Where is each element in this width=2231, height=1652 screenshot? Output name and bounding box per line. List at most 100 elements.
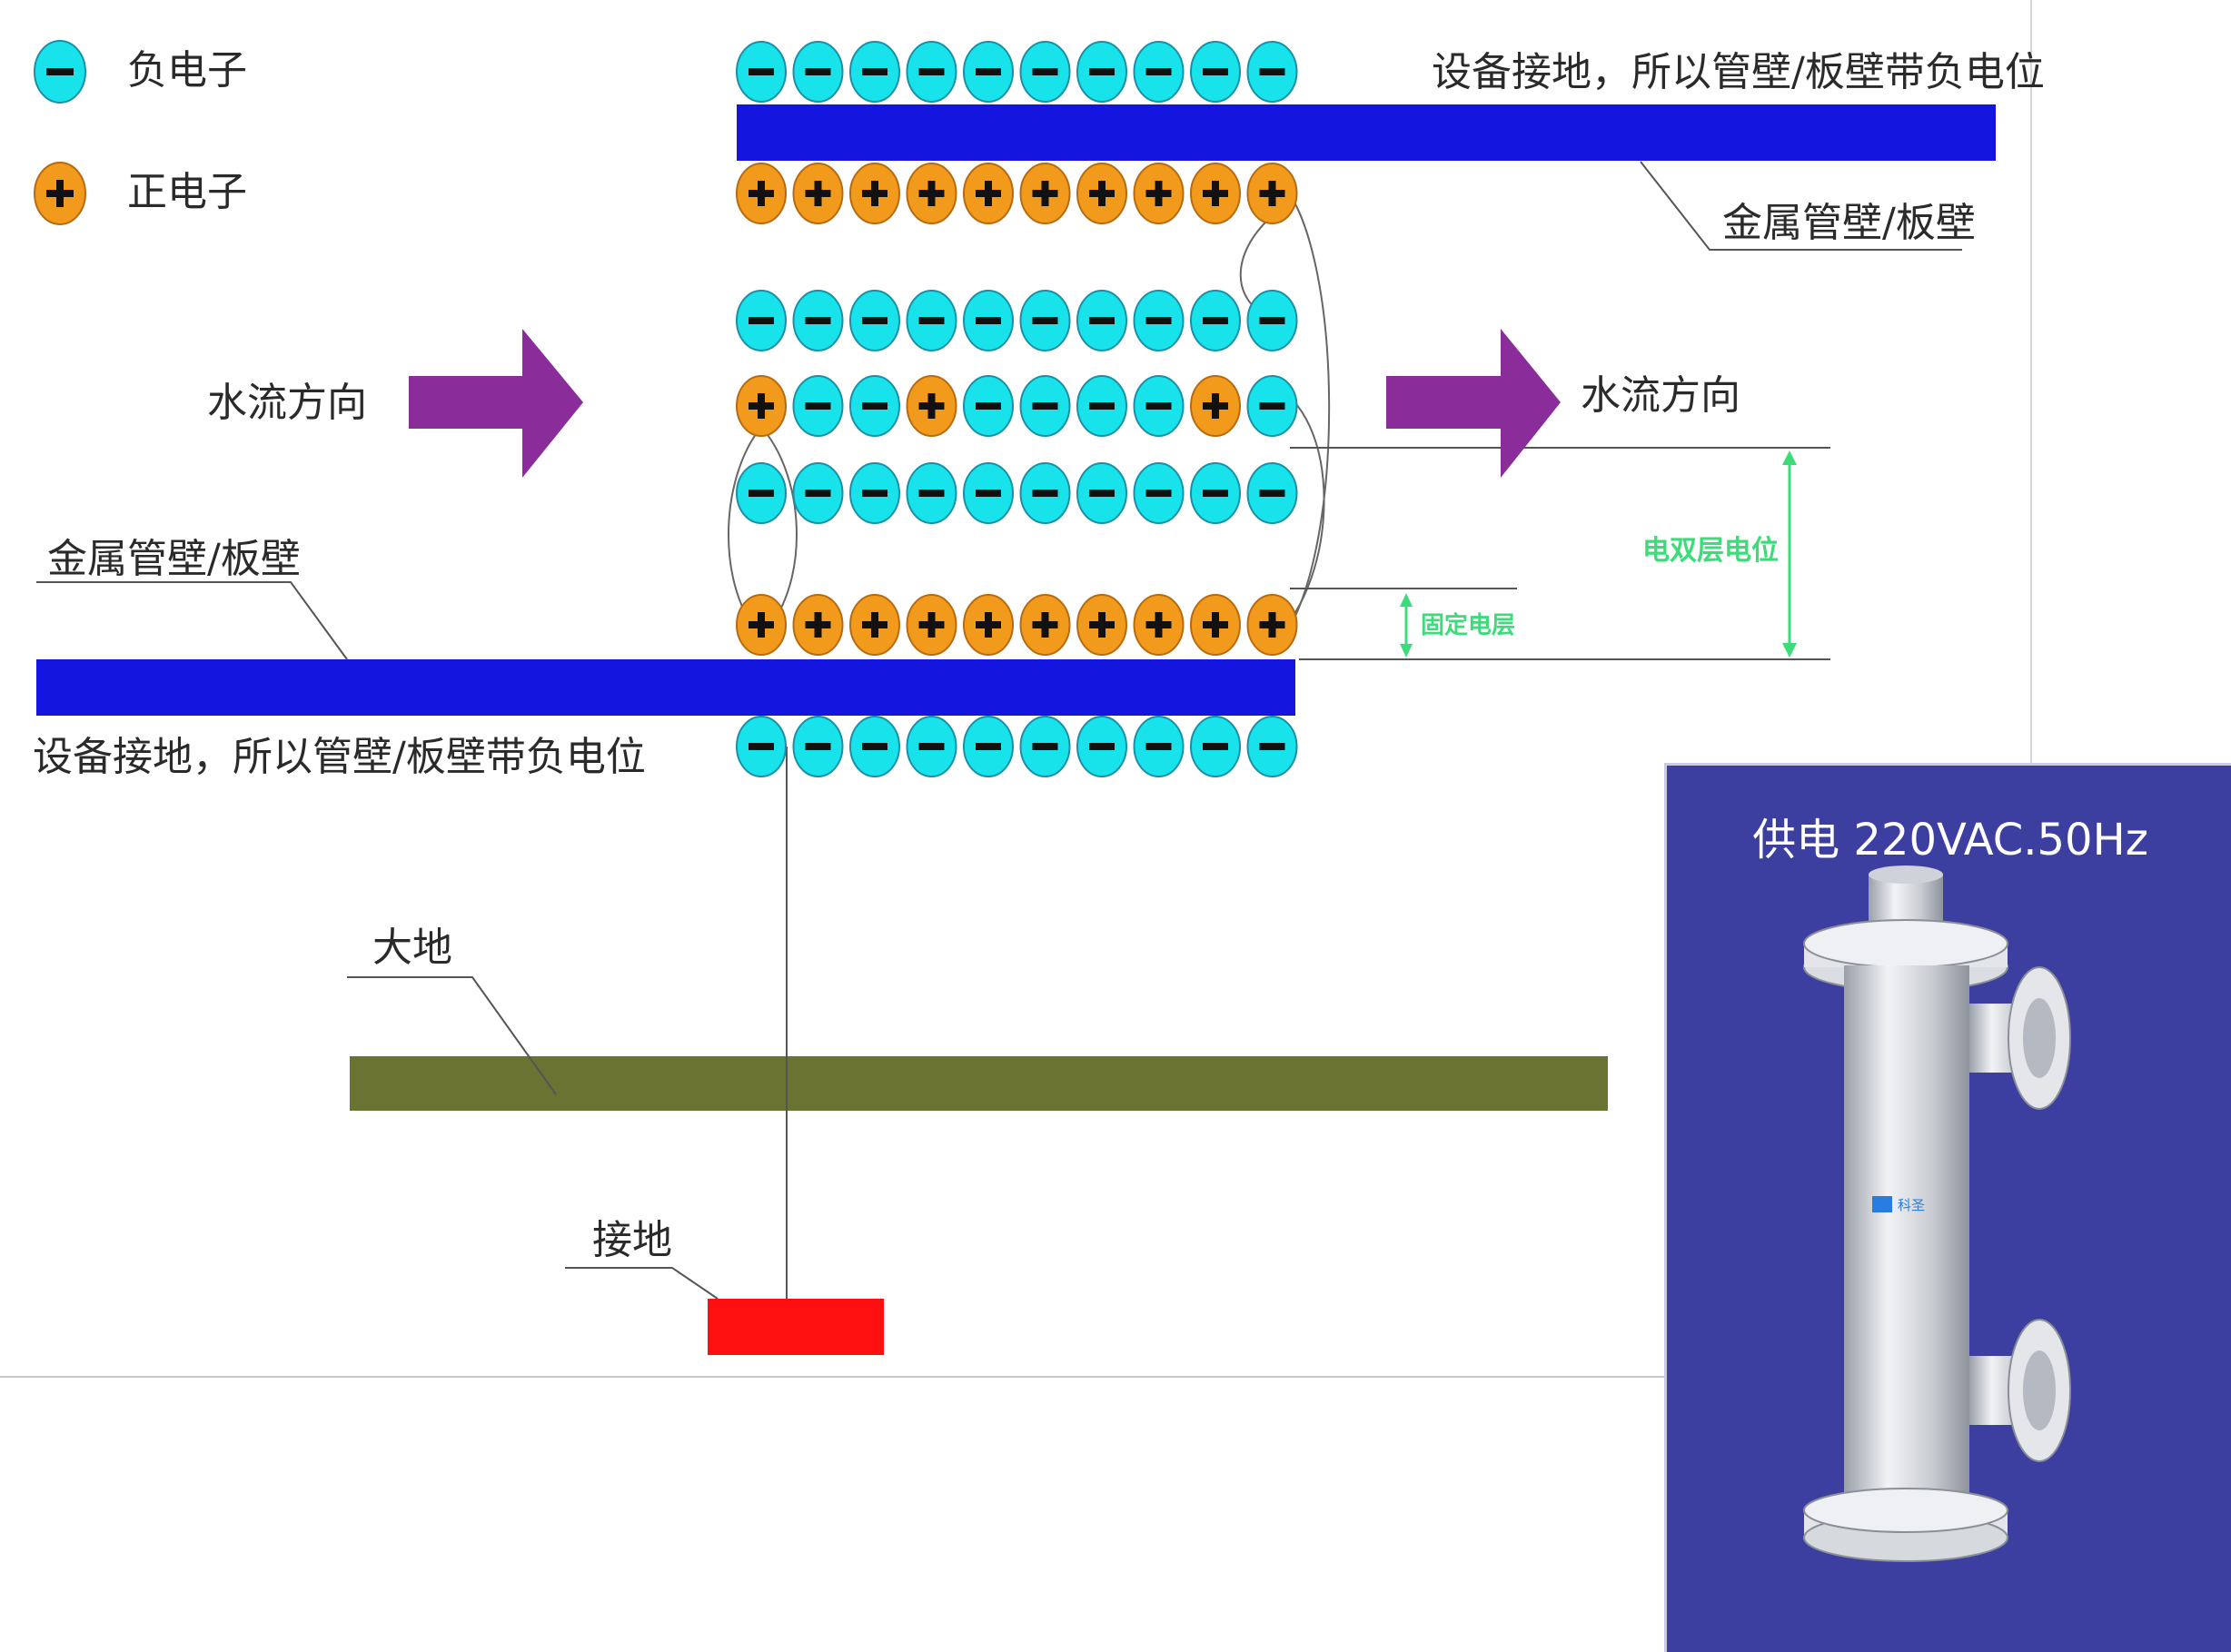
negative-ion <box>1019 290 1071 351</box>
negative-ion <box>849 462 900 524</box>
positive-ion <box>1190 375 1241 437</box>
negative-ion <box>1133 716 1185 777</box>
top-metal-wall <box>737 104 1996 161</box>
bottom-metal-wall <box>36 659 1295 716</box>
positive-ion <box>1246 594 1298 656</box>
positive-legend-icon <box>34 162 86 225</box>
negative-ion <box>1133 290 1185 351</box>
negative-ion <box>849 41 900 103</box>
negative-ion <box>792 375 844 437</box>
negative-ion <box>736 716 787 777</box>
positive-ion <box>906 594 957 656</box>
ground-rod-label: 接地 <box>592 1217 672 1263</box>
positive-ion <box>849 594 900 656</box>
negative-ion <box>792 462 844 524</box>
fixed-layer-arrowhead-bottom <box>1400 644 1413 658</box>
flow-direction-left: 水流方向 <box>207 380 367 426</box>
positive-ion <box>736 375 787 437</box>
negative-ion <box>1019 716 1071 777</box>
flow-arrow-left <box>409 329 583 478</box>
earth-leader <box>347 976 557 1095</box>
negative-ion <box>1190 462 1241 524</box>
negative-ion <box>1133 375 1185 437</box>
negative-ion <box>906 41 957 103</box>
negative-ion <box>963 41 1014 103</box>
negative-ion <box>792 290 844 351</box>
negative-ion <box>963 716 1014 777</box>
negative-ion <box>963 290 1014 351</box>
double-layer-arrowhead-bottom <box>1782 643 1797 658</box>
negative-ion <box>1076 716 1127 777</box>
negative-ion <box>849 716 900 777</box>
earth-bar <box>350 1056 1608 1111</box>
fixed-layer-label: 固定电层 <box>1421 612 1516 639</box>
negative-ion <box>906 290 957 351</box>
negative-ion <box>849 375 900 437</box>
bottom-wall-leader <box>36 581 348 660</box>
negative-ion <box>1076 41 1127 103</box>
negative-ion <box>1190 290 1241 351</box>
negative-legend-icon <box>34 40 86 104</box>
negative-ion <box>1246 41 1298 103</box>
negative-ion <box>849 290 900 351</box>
positive-ion <box>906 375 957 437</box>
negative-ion <box>1076 462 1127 524</box>
top-wall-leader <box>1640 161 1962 251</box>
bottom-wall-label: 金属管壁/板壁 <box>47 536 301 582</box>
double-layer-label: 电双层电位 <box>1642 535 1779 567</box>
earth-label: 大地 <box>372 925 452 971</box>
ion-layers <box>736 41 1298 777</box>
brand-logo-text: 科圣 <box>1898 1197 1925 1213</box>
negative-ion <box>792 41 844 103</box>
negative-ion <box>792 716 844 777</box>
negative-ion <box>1076 375 1127 437</box>
ground-rod-leader <box>565 1267 719 1300</box>
bottom-grounded-note: 设备接地，所以管壁/板壁带负电位 <box>33 734 646 780</box>
product-photo-panel: 供电 220VAC.50Hz <box>1664 763 2231 1652</box>
positive-ion <box>1019 594 1071 656</box>
negative-ion <box>1190 716 1241 777</box>
positive-ion <box>963 594 1014 656</box>
negative-ion <box>963 375 1014 437</box>
positive-ion <box>1190 163 1241 224</box>
top-wall-label: 金属管壁/板壁 <box>1722 200 1976 246</box>
negative-ion <box>1246 290 1298 351</box>
flow-direction-right: 水流方向 <box>1581 372 1740 419</box>
negative-ion <box>736 462 787 524</box>
positive-ion <box>1076 594 1127 656</box>
negative-ion <box>1133 41 1185 103</box>
positive-ion <box>963 163 1014 224</box>
negative-ion <box>963 462 1014 524</box>
ground-rod <box>708 1299 884 1355</box>
positive-ion <box>792 163 844 224</box>
negative-ion <box>1019 375 1071 437</box>
negative-ion <box>1190 41 1241 103</box>
negative-ion <box>1019 462 1071 524</box>
right-mid-loop <box>1275 386 1325 637</box>
negative-ion <box>906 716 957 777</box>
negative-ion <box>1246 462 1298 524</box>
negative-ion <box>736 290 787 351</box>
water-treater-device: 科圣 <box>1803 866 2071 1562</box>
flow-arrow-right <box>1386 329 1561 478</box>
negative-ion <box>1076 290 1127 351</box>
positive-ion <box>1019 163 1071 224</box>
positive-ion <box>1246 163 1298 224</box>
negative-ion <box>1133 462 1185 524</box>
positive-ion <box>1133 594 1185 656</box>
fixed-layer-arrowhead-top <box>1400 593 1413 607</box>
positive-ion <box>1133 163 1185 224</box>
positive-ion <box>1076 163 1127 224</box>
negative-ion <box>736 41 787 103</box>
positive-ion <box>906 163 957 224</box>
power-supply-caption: 供电 220VAC.50Hz <box>1752 815 2148 866</box>
positive-ion <box>792 594 844 656</box>
negative-ion <box>1246 375 1298 437</box>
double-layer-arrowhead-top <box>1782 450 1797 465</box>
main-cylinder <box>1844 965 1969 1510</box>
brand-logo-icon <box>1872 1196 1892 1212</box>
negative-ion <box>906 462 957 524</box>
negative-legend-label: 负电子 <box>127 47 247 94</box>
